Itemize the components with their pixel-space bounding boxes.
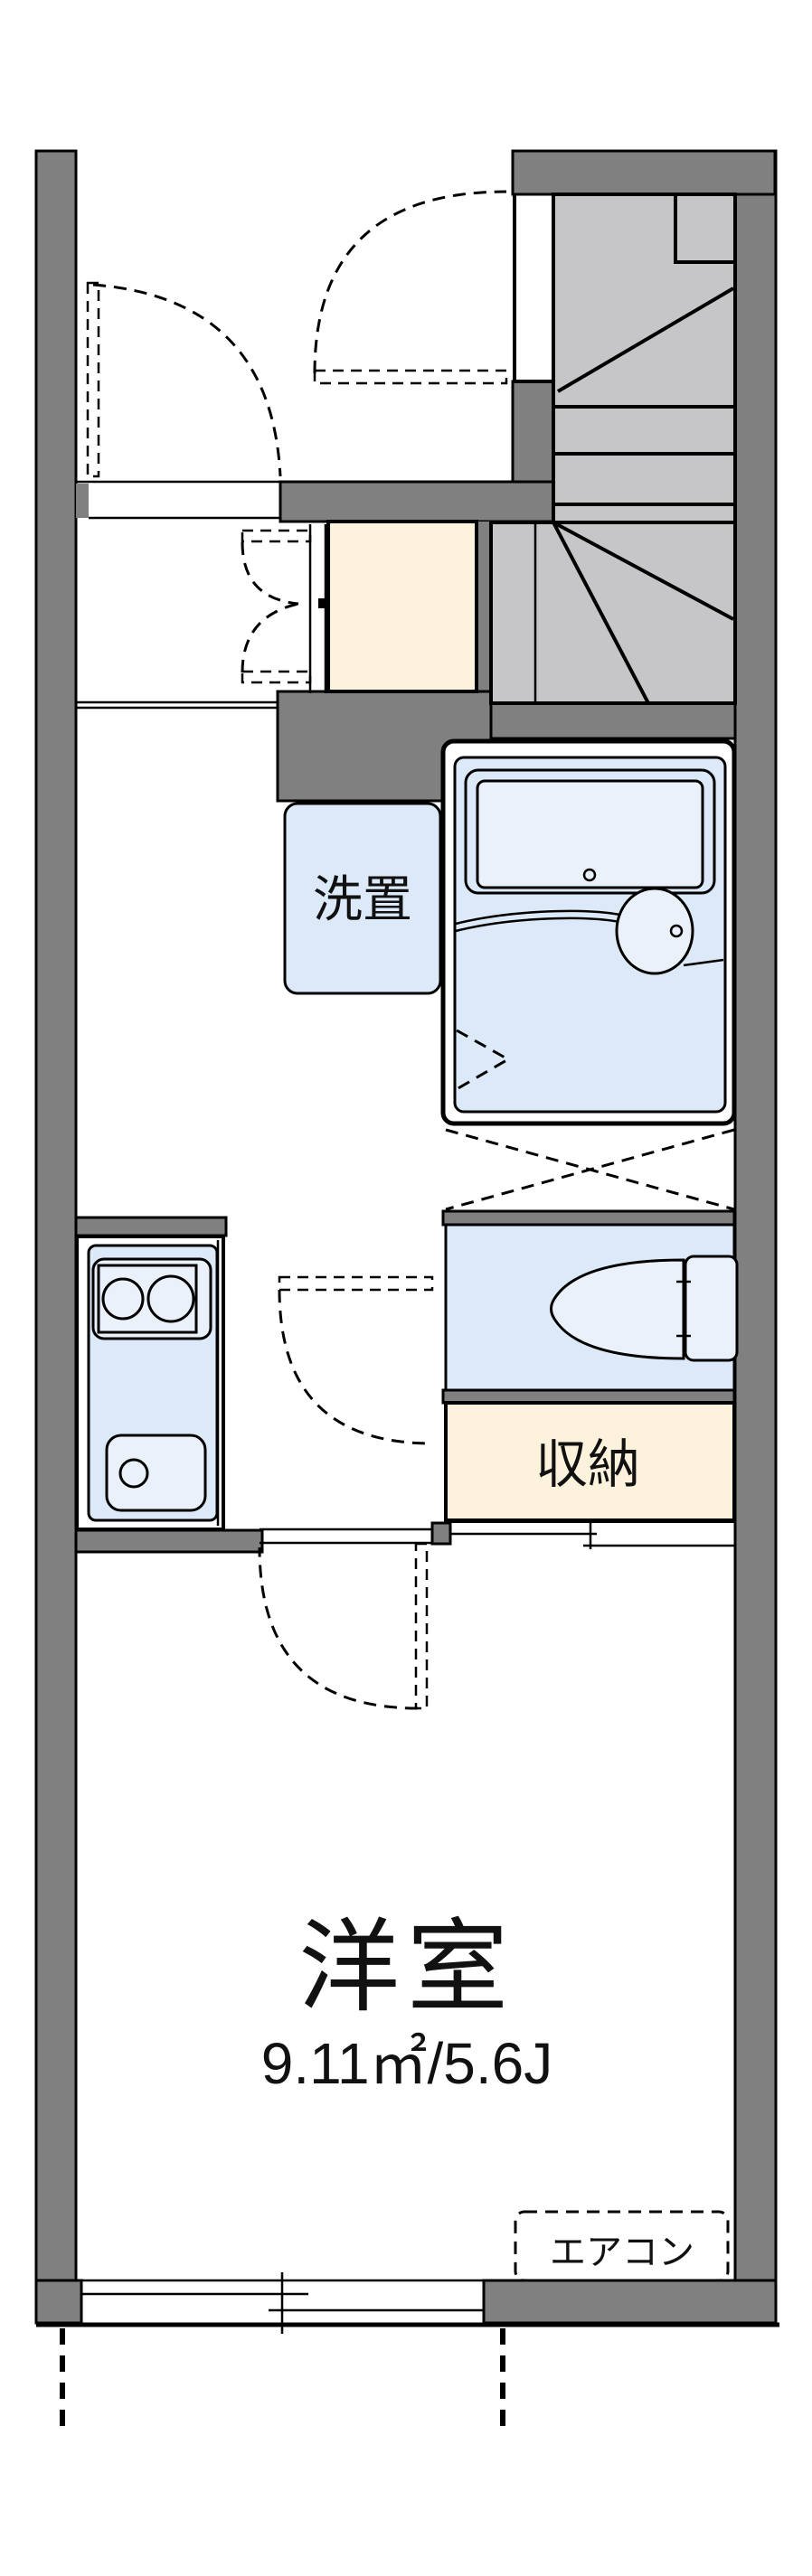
bathtub-drain bbox=[582, 868, 597, 882]
room-door-leaf bbox=[414, 1542, 429, 1710]
bath-counter-line bbox=[683, 958, 724, 967]
walls bbox=[34, 149, 778, 2325]
entrance-door-swing bbox=[92, 283, 282, 477]
room-door-swing bbox=[258, 1547, 419, 1710]
bifold-door-leaf-bottom bbox=[241, 670, 312, 684]
storage: 収納 bbox=[444, 1401, 736, 1549]
bifold-latch bbox=[318, 598, 329, 608]
room-name-label: 洋室 bbox=[298, 1911, 515, 2024]
stairs-break-line bbox=[556, 287, 735, 393]
bath-counter-edge bbox=[455, 917, 621, 933]
bathtub-inner bbox=[476, 779, 704, 889]
bifold-door-swing bbox=[241, 602, 299, 673]
south-window bbox=[36, 2272, 779, 2427]
aircon-label: エアコン bbox=[550, 2233, 694, 2272]
genkan bbox=[241, 520, 478, 693]
stove-burner bbox=[101, 1277, 145, 1321]
bifold-door-leaf-top bbox=[241, 529, 312, 543]
wall-below-stairs bbox=[489, 701, 737, 740]
wall-left bbox=[34, 149, 78, 2325]
bathroom bbox=[440, 738, 737, 1211]
wall-kitchen-stub-bottom bbox=[74, 1528, 264, 1554]
wall-genkan-north bbox=[279, 480, 555, 523]
washroom-door-leaf bbox=[278, 1275, 434, 1292]
wall-stairwell-top bbox=[511, 149, 777, 196]
entrance-door-leaf bbox=[86, 281, 100, 478]
wall-south-left bbox=[34, 2279, 83, 2325]
toilet-tank bbox=[684, 1255, 739, 1362]
bifold-door-swing bbox=[241, 541, 299, 606]
wall-notch-left bbox=[76, 484, 89, 518]
wall-toilet-bottom bbox=[441, 1388, 736, 1405]
storage-label: 収納 bbox=[535, 1435, 640, 1494]
wall-toilet-top bbox=[441, 1209, 736, 1227]
bath-counter-edge bbox=[455, 909, 621, 926]
washer-pan bbox=[283, 802, 442, 995]
washer-space: 洗置 bbox=[283, 802, 442, 995]
stair-winder-line bbox=[552, 522, 650, 704]
washbasin-faucet bbox=[669, 924, 684, 938]
staircase bbox=[489, 193, 737, 705]
washer-label: 洗置 bbox=[313, 871, 412, 927]
western-room: 洋室 9.11㎡/5.6J エアコン bbox=[261, 1911, 730, 2282]
openings bbox=[76, 480, 432, 1545]
room-area-label: 9.11㎡/5.6J bbox=[261, 2031, 553, 2096]
sink-drain bbox=[118, 1458, 149, 1489]
stair-winder-line bbox=[552, 521, 734, 621]
stove-burner bbox=[146, 1274, 195, 1323]
wall-south-right bbox=[482, 2279, 778, 2325]
wall-right bbox=[733, 149, 778, 2325]
toilet-bowl bbox=[550, 1258, 685, 1360]
aircon-box bbox=[514, 2210, 730, 2282]
doors bbox=[86, 190, 508, 1710]
stair-door-swing bbox=[313, 190, 507, 374]
stairs-lower-winder bbox=[489, 521, 737, 705]
changing-area-cross bbox=[445, 1128, 735, 1211]
kitchen-sink bbox=[105, 1434, 207, 1512]
stair-door-leaf bbox=[313, 369, 508, 385]
wall-genkan-stairs-gap bbox=[477, 522, 491, 703]
washbasin bbox=[615, 887, 694, 975]
toilet-room bbox=[444, 1223, 739, 1392]
kitchen bbox=[75, 1235, 225, 1531]
washroom-door-swing bbox=[278, 1289, 433, 1445]
genkan-floor bbox=[326, 520, 478, 693]
wall-pillar-storage-left bbox=[430, 1521, 452, 1546]
stairs-top-landing-step bbox=[674, 193, 737, 264]
wall-kitchen-stub-top bbox=[74, 1216, 228, 1237]
